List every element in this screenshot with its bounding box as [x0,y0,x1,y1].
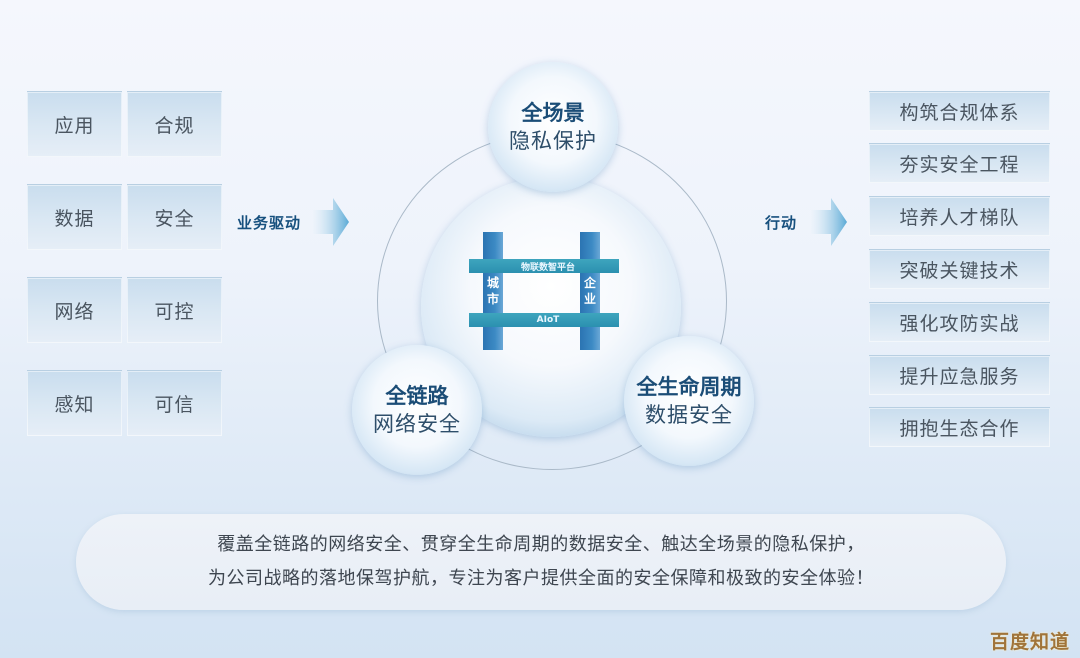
grid-row: 数据 安全 [27,184,222,250]
grid-tile: 可信 [127,370,222,436]
bubble-title: 全场景 [521,101,585,125]
grid-row: 网络 可控 [27,277,222,343]
summary-line-2: 为公司战略的落地保驾护航，专注为客户提供全面的安全保障和极致的安全体验！ [208,568,874,589]
grid-tile: 网络 [27,277,122,343]
action-item: 提升应急服务 [869,355,1050,395]
bubble-subtitle: 隐私保护 [509,129,597,153]
summary-banner: 覆盖全链路的网络安全、贯穿全生命周期的数据安全、触达全场景的隐私保护， 为公司战… [76,514,1006,610]
enterprise-pillar: 企 业 [580,232,600,350]
privacy-bubble: 全场景 隐私保护 [488,62,618,192]
action-item: 拥抱生态合作 [869,407,1050,447]
bubble-title: 全链路 [385,384,449,408]
action-item: 夯实安全工程 [869,143,1050,183]
platform-beam: 物联数智平台 [469,259,619,273]
grid-row: 感知 可信 [27,370,222,436]
action-label: 行动 [765,213,798,232]
arrow-right-icon [811,198,848,246]
grid-tile: 合规 [127,91,222,157]
action-item: 构筑合规体系 [869,91,1050,131]
business-drive-label: 业务驱动 [237,213,302,232]
core-structure: 城 市 企 业 物联数智平台 AIoT [469,232,629,352]
aiot-beam: AIoT [469,313,619,327]
grid-tile: 可控 [127,277,222,343]
action-drive: 行动 [765,198,848,246]
action-item: 强化攻防实战 [869,302,1050,342]
data-bubble: 全生命周期 数据安全 [624,336,754,466]
bubble-subtitle: 数据安全 [645,403,733,427]
grid-tile: 数据 [27,184,122,250]
action-item: 培养人才梯队 [869,196,1050,236]
bubble-subtitle: 网络安全 [373,412,461,436]
summary-line-1: 覆盖全链路的网络安全、贯穿全生命周期的数据安全、触达全场景的隐私保护， [217,534,865,555]
watermark: 百度知道 [990,631,1071,653]
arrow-right-icon [313,198,350,246]
business-drive: 业务驱动 [237,198,350,246]
action-item: 突破关键技术 [869,249,1050,289]
grid-tile: 应用 [27,91,122,157]
bubble-title: 全生命周期 [636,375,742,399]
city-pillar: 城 市 [483,232,503,350]
grid-tile: 安全 [127,184,222,250]
grid-row: 应用 合规 [27,91,222,157]
grid-tile: 感知 [27,370,122,436]
network-bubble: 全链路 网络安全 [352,345,482,475]
